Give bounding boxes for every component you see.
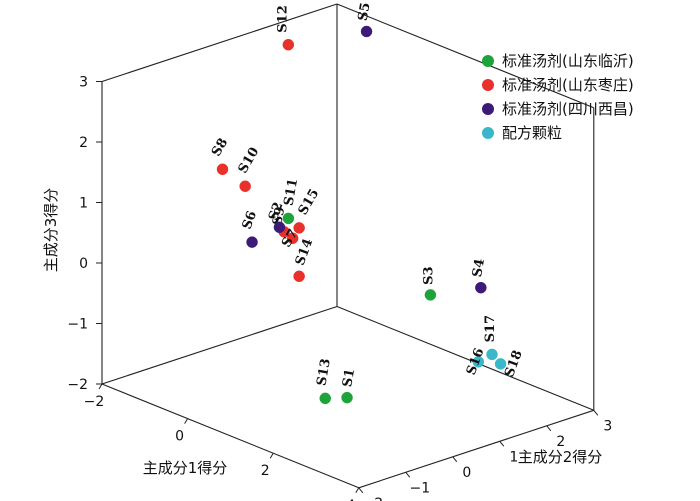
- axes-box: [101, 3, 595, 489]
- data-point: [475, 281, 487, 294]
- legend: 标准汤剂(山东临沂) 标准汤剂(山东枣庄) 标准汤剂(四川西昌) 配方颗粒: [482, 52, 634, 142]
- y-tick-label: 0: [462, 465, 471, 481]
- point-label: S5: [356, 1, 374, 22]
- data-point: [472, 356, 485, 368]
- y-tick-mark: [358, 487, 364, 494]
- data-point: [360, 25, 373, 38]
- point-label: S1: [340, 368, 358, 389]
- data-point: [216, 163, 229, 176]
- x-tick-label: −2: [84, 394, 105, 410]
- box-edge: [101, 3, 338, 83]
- box-edge: [101, 383, 360, 489]
- z-tick-label: −1: [67, 317, 88, 333]
- y-tick-mark: [499, 440, 505, 447]
- z-axis-title: 主成分3得分: [42, 188, 60, 273]
- legend-label: 标准汤剂(山东枣庄): [502, 76, 634, 94]
- data-point: [273, 221, 286, 234]
- data-point: [293, 270, 305, 283]
- point-label: S12: [275, 5, 290, 32]
- z-tick-label: 0: [79, 256, 88, 272]
- x-tick-mark: [184, 418, 189, 424]
- y-tick-label: −2: [362, 496, 383, 501]
- point-label: S17: [483, 315, 498, 342]
- point-label: S11: [282, 177, 302, 207]
- data-point: [282, 38, 295, 51]
- x-tick-mark: [269, 452, 274, 459]
- data-point: [282, 212, 295, 225]
- y-tick-label: 2: [556, 434, 565, 450]
- legend-marker: [482, 127, 494, 139]
- legend-marker: [482, 103, 494, 115]
- data-point: [424, 289, 437, 301]
- y-tick-mark: [405, 471, 411, 478]
- data-point: [293, 222, 305, 234]
- z-tick-label: 2: [79, 135, 88, 151]
- z-tick-label: 1: [79, 196, 88, 212]
- y-tick-mark: [452, 456, 458, 463]
- point-label: S10: [236, 145, 263, 176]
- legend-label: 标准汤剂(山东临沂): [502, 52, 634, 70]
- data-point: [486, 348, 498, 361]
- y-tick-mark: [593, 409, 599, 416]
- data-point: [286, 232, 299, 245]
- legend-marker: [482, 79, 494, 91]
- x-tick-mark: [98, 383, 103, 390]
- y-tick-label: 3: [603, 418, 612, 434]
- x-tick-mark: [355, 487, 360, 494]
- y-axis-title: 主成分2得分: [518, 448, 603, 466]
- x-tick-label: 2: [261, 463, 270, 479]
- point-label: S2: [266, 200, 286, 222]
- data-point: [246, 236, 258, 248]
- point-label: S18: [502, 348, 525, 379]
- z-tick-label: 3: [79, 75, 88, 91]
- point-label: S6: [240, 209, 260, 231]
- point-label: S4: [470, 258, 488, 279]
- data-point: [319, 392, 331, 405]
- point-label: S9: [270, 206, 288, 227]
- point-label: S13: [314, 357, 334, 387]
- data-point: [239, 180, 251, 192]
- x-axis-title: 主成分1得分: [143, 459, 228, 477]
- axis-ticks: −2 0 2 4 −2 −1 0 1 2 3 −2 −1 0 1 2 3: [67, 75, 612, 501]
- legend-marker: [482, 55, 494, 67]
- point-label: S15: [296, 187, 323, 218]
- y-tick-label: −1: [409, 480, 430, 496]
- z-tick-label: −2: [67, 377, 88, 393]
- y-tick-label: 1: [509, 449, 518, 465]
- legend-label: 配方颗粒: [502, 124, 562, 142]
- x-tick-label: 4: [346, 498, 355, 501]
- point-label: S8: [209, 136, 231, 159]
- data-point: [494, 358, 507, 370]
- box-edge: [101, 305, 338, 385]
- box-edge: [358, 409, 594, 489]
- y-tick-mark: [546, 425, 552, 432]
- box-edge: [336, 305, 595, 411]
- axis-titles: 主成分1得分 主成分2得分 主成分3得分: [42, 188, 602, 477]
- box-edge: [336, 3, 595, 109]
- legend-label: 标准汤剂(四川西昌): [502, 100, 634, 118]
- x-tick-label: 0: [175, 429, 184, 445]
- point-label: S3: [421, 266, 436, 284]
- data-point: [341, 391, 353, 404]
